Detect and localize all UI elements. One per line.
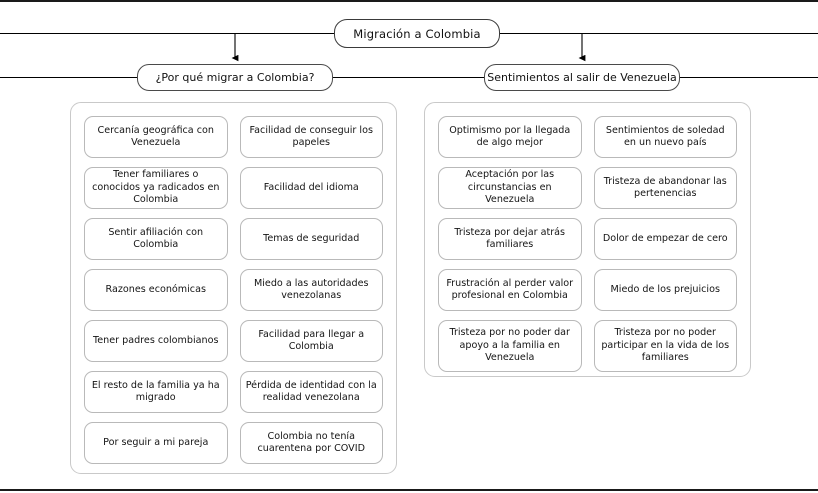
leaf-item[interactable]: Sentir afiliación con Colombia xyxy=(84,218,228,260)
group-container-feelings-leaving: Optimismo por la llegada de algo mejor S… xyxy=(424,102,751,377)
leaf-item[interactable]: Tristeza por dejar atrás familiares xyxy=(438,218,582,260)
leaf-item[interactable]: Facilidad de conseguir los papeles xyxy=(239,116,383,158)
leaf-label: Tristeza por dejar atrás familiares xyxy=(454,226,566,251)
leaf-item[interactable]: El resto de la familia ya ha migrado xyxy=(84,371,228,413)
leaf-label: Tener padres colombianos xyxy=(93,334,219,346)
leaf-item[interactable]: Tener padres colombianos xyxy=(84,320,228,362)
leaf-label: Razones económicas xyxy=(105,283,206,295)
leaf-item[interactable]: Dolor de empezar de cero xyxy=(593,218,737,260)
leaf-label: Tristeza de abandonar las pertenencias xyxy=(603,175,727,200)
leaf-label: Tristeza por no poder participar en la v… xyxy=(601,327,730,364)
leaf-item[interactable]: Sentimientos de soledad en un nuevo país xyxy=(593,116,737,158)
leaf-label: El resto de la familia ya ha migrado xyxy=(91,379,220,404)
leaf-item[interactable]: Pérdida de identidad con la realidad ven… xyxy=(239,371,383,413)
leaf-label: Facilidad de conseguir los papeles xyxy=(249,124,373,149)
leaf-label: Sentir afiliación con Colombia xyxy=(108,226,204,251)
group-grid-left: Cercanía geográfica con Venezuela Facili… xyxy=(84,116,383,464)
leaf-label: Dolor de empezar de cero xyxy=(602,232,728,244)
leaf-label: Optimismo por la llegada de algo mejor xyxy=(449,124,571,149)
connector-root-to-left xyxy=(231,32,334,62)
branch-node-label: ¿Por qué migrar a Colombia? xyxy=(155,71,315,84)
leaf-item[interactable]: Facilidad del idioma xyxy=(239,167,383,209)
leaf-label: Miedo de los prejuicios xyxy=(610,283,720,295)
leaf-item[interactable]: Frustración al perder valor profesional … xyxy=(438,269,582,311)
leaf-item[interactable]: Razones económicas xyxy=(84,269,228,311)
leaf-item[interactable]: Miedo de los prejuicios xyxy=(593,269,737,311)
group-grid-right: Optimismo por la llegada de algo mejor S… xyxy=(438,116,737,372)
leaf-item[interactable]: Tener familiares o conocidos ya radicado… xyxy=(84,167,228,209)
leaf-item[interactable]: Aceptación por las circunstancias en Ven… xyxy=(438,167,582,209)
leaf-label: Cercanía geográfica con Venezuela xyxy=(97,124,214,149)
leaf-item[interactable]: Tristeza por no poder participar en la v… xyxy=(593,320,737,372)
leaf-label: Por seguir a mi pareja xyxy=(103,436,209,448)
leaf-item[interactable]: Por seguir a mi pareja xyxy=(84,422,228,464)
leaf-label: Pérdida de identidad con la realidad ven… xyxy=(245,379,377,404)
root-node[interactable]: Migración a Colombia xyxy=(334,19,500,48)
leaf-label: Tener familiares o conocidos ya radicado… xyxy=(92,169,220,206)
branch-node-label: Sentimientos al salir de Venezuela xyxy=(487,71,677,84)
leaf-label: Aceptación por las circunstancias en Ven… xyxy=(465,169,555,206)
leaf-item[interactable]: Optimismo por la llegada de algo mejor xyxy=(438,116,582,158)
leaf-label: Facilidad para llegar a Colombia xyxy=(258,328,365,353)
leaf-label: Colombia no tenía cuarentena por COVID xyxy=(257,430,365,455)
leaf-label: Miedo a las autoridades venezolanas xyxy=(253,277,369,302)
branch-node-feelings-leaving[interactable]: Sentimientos al salir de Venezuela xyxy=(484,64,680,91)
leaf-item[interactable]: Miedo a las autoridades venezolanas xyxy=(239,269,383,311)
leaf-item[interactable]: Tristeza por no poder dar apoyo a la fam… xyxy=(438,320,582,372)
branch-node-why-migrate[interactable]: ¿Por qué migrar a Colombia? xyxy=(137,64,333,91)
connector-root-to-right xyxy=(500,32,586,62)
leaf-label: Frustración al perder valor profesional … xyxy=(446,277,574,302)
leaf-label: Sentimientos de soledad en un nuevo país xyxy=(605,124,725,149)
leaf-item[interactable]: Cercanía geográfica con Venezuela xyxy=(84,116,228,158)
leaf-item[interactable]: Temas de seguridad xyxy=(239,218,383,260)
leaf-label: Facilidad del idioma xyxy=(263,181,359,193)
leaf-item[interactable]: Colombia no tenía cuarentena por COVID xyxy=(239,422,383,464)
leaf-label: Temas de seguridad xyxy=(263,232,360,244)
leaf-item[interactable]: Facilidad para llegar a Colombia xyxy=(239,320,383,362)
leaf-item[interactable]: Tristeza de abandonar las pertenencias xyxy=(593,167,737,209)
root-node-label: Migración a Colombia xyxy=(353,26,481,41)
group-container-why-migrate: Cercanía geográfica con Venezuela Facili… xyxy=(70,102,397,474)
leaf-label: Tristeza por no poder dar apoyo a la fam… xyxy=(449,327,571,364)
